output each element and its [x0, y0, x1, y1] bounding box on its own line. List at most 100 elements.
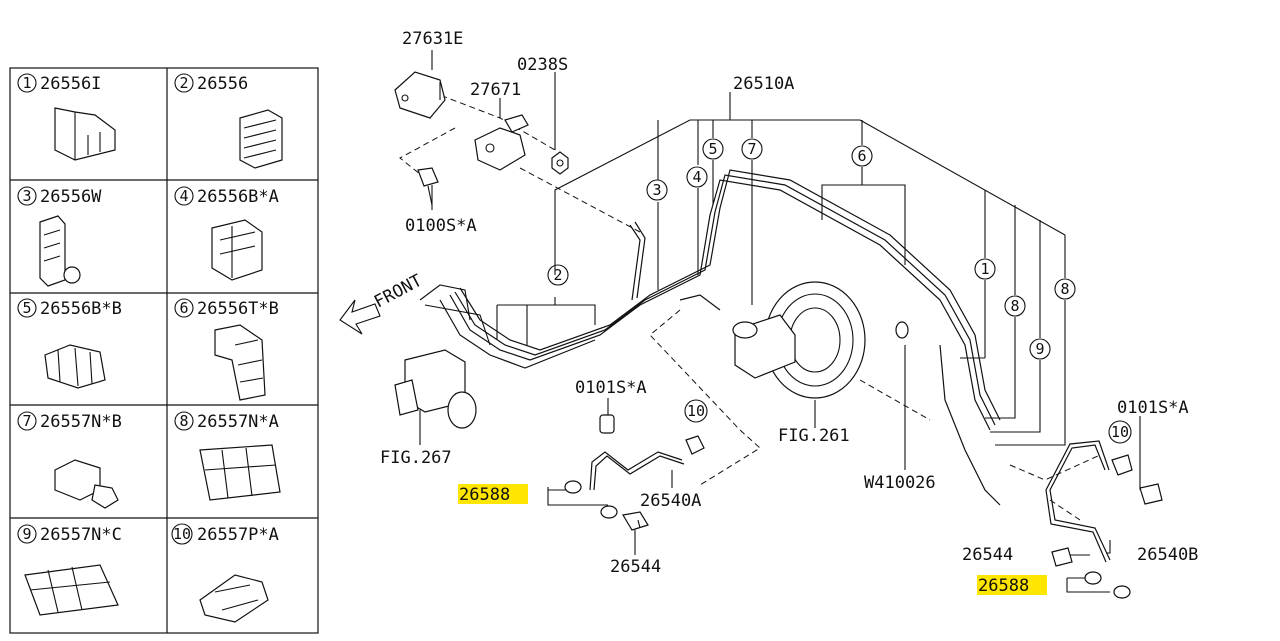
legend-cell-4: 4 26556B*A: [174, 186, 279, 281]
label-0101sa-left: 0101S*A: [575, 378, 647, 398]
svg-text:9: 9: [1035, 340, 1044, 358]
legend-num: 3: [22, 187, 31, 205]
svg-text:7: 7: [747, 140, 756, 158]
legend-cell-7: 7 26557N*B: [17, 411, 122, 509]
grommet-w410026: [895, 321, 909, 339]
hose-26540a: [589, 414, 705, 491]
label-26544-left: 26544: [610, 557, 661, 577]
legend-cell-3: 3 26556W: [17, 186, 102, 287]
front-arrow-icon: FRONT: [339, 271, 426, 335]
callout-2: 2: [547, 264, 569, 286]
svg-text:3: 3: [652, 181, 661, 199]
legend-num: 7: [22, 412, 31, 430]
label-0238s: 0238S: [517, 55, 568, 75]
label-fig267: FIG.267: [380, 448, 452, 468]
svg-text:5: 5: [708, 140, 717, 158]
legend-part: 26556: [197, 74, 248, 94]
clip-26556bb-icon: [44, 344, 106, 389]
callout-6: 6: [851, 145, 873, 167]
brake-pipes: [439, 169, 1001, 506]
svg-text:4: 4: [692, 168, 701, 186]
callout-1: 1: [974, 258, 996, 280]
svg-text:8: 8: [1010, 297, 1019, 315]
legend-cell-10: 10 26557P*A: [171, 523, 279, 623]
washer-right-bottom: [1113, 585, 1131, 599]
block-27671: [474, 114, 529, 171]
legend-part: 26556I: [40, 74, 101, 94]
legend-cell-1: 1 26556I: [17, 73, 116, 161]
part-labels: 27631E 0238S 27671 26510A 0100S*A FIG.26…: [380, 29, 1198, 596]
label-fig261: FIG.261: [778, 426, 850, 446]
callout-8a: 8: [1004, 295, 1026, 317]
label-0101sa-right: 0101S*A: [1117, 398, 1189, 418]
legend-cell-8: 8 26557N*A: [174, 411, 281, 501]
clip-26556i-icon: [54, 107, 116, 161]
svg-text:1: 1: [980, 260, 989, 278]
legend-cell-6: 6 26556T*B: [174, 298, 279, 401]
legend-part: 26556T*B: [197, 299, 279, 319]
label-27631e: 27631E: [402, 29, 463, 49]
svg-text:8: 8: [1060, 280, 1069, 298]
svg-text:10: 10: [1111, 423, 1129, 441]
label-0100sa: 0100S*A: [405, 216, 477, 236]
clip-26557nc-icon: [24, 564, 119, 616]
washer-right-top: [1084, 571, 1102, 585]
svg-text:10: 10: [687, 402, 705, 420]
bolt-26544-left: [622, 511, 649, 531]
legend-part: 26556B*B: [40, 299, 122, 319]
legend-part: 26557N*A: [197, 412, 279, 432]
svg-text:2: 2: [553, 266, 562, 284]
callout-4: 4: [686, 166, 708, 188]
brake-booster: [732, 281, 866, 399]
label-26510a: 26510A: [733, 74, 794, 94]
legend-cell-2: 2 26556: [174, 73, 283, 169]
legend-part: 26556B*A: [197, 187, 279, 207]
legend-part: 26556W: [40, 187, 102, 207]
legend-num: 6: [179, 299, 188, 317]
washer-left-top: [564, 480, 582, 494]
dashed-leaders: [399, 91, 1101, 521]
legend-part: 26557P*A: [197, 525, 279, 545]
bolt-0100sa: [417, 167, 439, 206]
legend-cell-5: 5 26556B*B: [17, 298, 122, 389]
legend-num: 2: [179, 74, 188, 92]
label-26588-left: 26588: [459, 485, 510, 505]
highlight-26588-right: [977, 575, 1047, 595]
abs-unit: [394, 284, 491, 429]
label-26540a: 26540A: [640, 491, 701, 511]
legend-part: 26557N*B: [40, 412, 122, 432]
label-26540b: 26540B: [1137, 545, 1198, 565]
legend-num: 1: [22, 74, 31, 92]
highlight-26588-left: [458, 484, 528, 504]
clip-26556tb-icon: [214, 324, 266, 401]
callouts: 2 3 4 5 7 6 1 8 9 8 10 10: [547, 138, 1132, 444]
callout-3: 3: [646, 179, 668, 201]
clip-26556-icon: [239, 109, 283, 169]
clip-26557pa-icon: [199, 574, 269, 623]
legend-num: 5: [22, 299, 31, 317]
label-26544-right: 26544: [962, 545, 1013, 565]
legend-num: 10: [173, 525, 191, 543]
washer-left-bottom: [600, 505, 618, 519]
callout-7: 7: [741, 138, 763, 160]
callout-5: 5: [702, 138, 724, 160]
hose-26540b: [1045, 440, 1163, 563]
label-w410026: W410026: [864, 473, 936, 493]
clip-26557nb-icon: [54, 459, 119, 509]
svg-text:6: 6: [857, 147, 866, 165]
legend-part: 26557N*C: [40, 525, 122, 545]
callout-8b: 8: [1054, 278, 1076, 300]
legend-num: 9: [22, 525, 31, 543]
parts: [394, 71, 1163, 599]
legend-cell-9: 9 26557N*C: [17, 524, 122, 616]
front-label: FRONT: [371, 271, 426, 313]
label-26588-right: 26588: [978, 576, 1029, 596]
clip-26556ba-icon: [211, 219, 263, 281]
label-27671: 27671: [470, 80, 521, 100]
legend-table: 1 26556I 2 26556 3 26556W: [9, 67, 319, 634]
leader-lines: [419, 50, 1141, 593]
clip-26557na-icon: [199, 444, 281, 501]
bracket-27631e: [394, 71, 446, 119]
callout-9: 9: [1029, 338, 1051, 360]
